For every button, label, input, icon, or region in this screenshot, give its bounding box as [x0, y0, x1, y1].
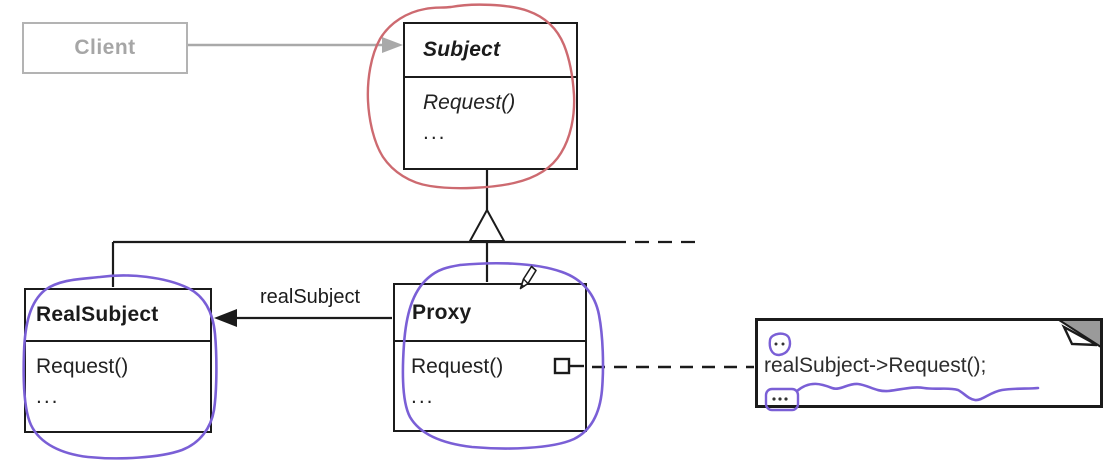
class-proxy-ellipsis: ... — [411, 385, 435, 408]
class-realsubject-header: RealSubject — [26, 290, 210, 342]
class-proxy-name: Proxy — [412, 300, 472, 324]
class-client-name: Client — [74, 36, 136, 59]
class-subject-name: Subject — [423, 38, 501, 61]
note-box: realSubject->Request(); — [755, 318, 1103, 408]
class-client: Client — [22, 22, 188, 74]
class-proxy-body: Request() ... — [395, 342, 585, 408]
class-subject: Subject Request() ... — [403, 22, 578, 170]
association-label: realSubject — [259, 286, 361, 308]
class-subject-header: Subject — [405, 24, 576, 78]
class-subject-body: Request() ... — [405, 78, 576, 144]
inheritance-triangle-icon — [468, 207, 506, 242]
realsubject-arrowhead-icon — [214, 309, 237, 327]
class-realsubject-method: Request() — [36, 355, 129, 378]
note-code: realSubject->Request(); — [764, 354, 987, 377]
class-proxy: Proxy Request() ... — [393, 283, 587, 432]
class-realsubject-name: RealSubject — [36, 303, 159, 326]
client-arrowhead-icon — [382, 37, 403, 53]
class-subject-ellipsis: ... — [423, 121, 447, 144]
class-realsubject: RealSubject Request() ... — [24, 288, 212, 433]
class-proxy-header: Proxy — [395, 285, 585, 342]
class-subject-method: Request() — [423, 91, 516, 114]
class-proxy-method: Request() — [411, 355, 504, 378]
class-realsubject-ellipsis: ... — [36, 385, 60, 408]
class-realsubject-body: Request() ... — [26, 342, 210, 408]
